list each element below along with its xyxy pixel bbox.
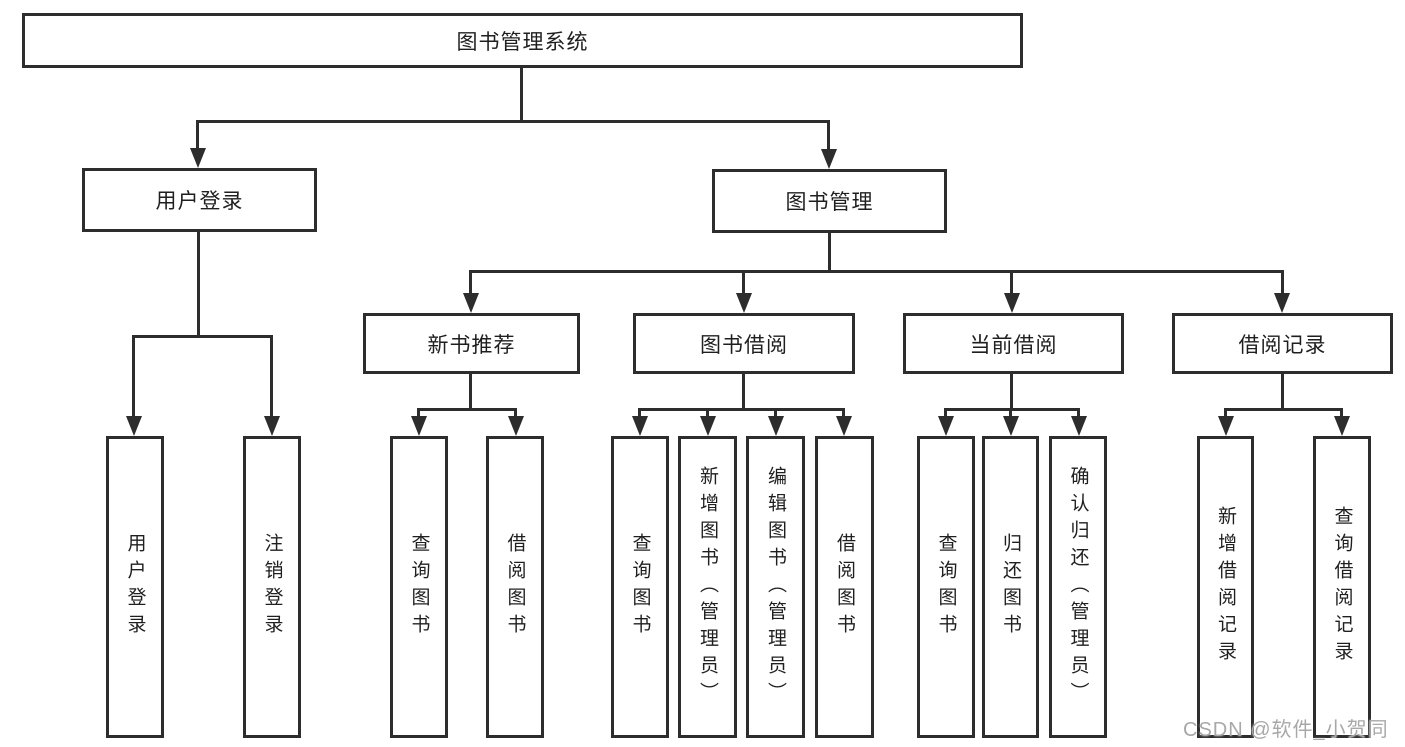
arrow-down-icon	[1218, 416, 1234, 436]
connector-line	[1224, 408, 1227, 422]
connector-line	[270, 335, 273, 420]
arrow-down-icon	[736, 293, 752, 313]
arrow-down-icon	[1071, 416, 1087, 436]
arrow-down-icon	[1004, 293, 1020, 313]
arrow-down-icon	[190, 148, 206, 168]
leaf-return-books: 归还图书	[982, 436, 1039, 738]
connector-line	[132, 335, 273, 338]
connector-line	[1010, 374, 1013, 408]
leaf-add-borrow-record: 新增借阅记录	[1197, 436, 1254, 738]
connector-line	[520, 68, 523, 120]
connector-line	[842, 408, 845, 422]
connector-line	[706, 408, 709, 422]
connector-line	[742, 270, 745, 298]
connector-line	[944, 408, 1080, 411]
node-book-borrow: 图书借阅	[633, 313, 855, 374]
arrow-down-icon	[821, 149, 837, 169]
node-new-book-recommend: 新书推荐	[363, 313, 580, 374]
leaf-confirm-return-admin: 确认归还（管理员）	[1049, 436, 1107, 738]
connector-line	[638, 408, 845, 411]
arrow-down-icon	[1274, 293, 1290, 313]
connector-line	[827, 120, 830, 155]
connector-line	[774, 408, 777, 422]
connector-line	[1281, 270, 1284, 298]
leaf-query-books-current: 查询图书	[917, 436, 975, 738]
connector-line	[196, 120, 830, 123]
node-borrow-records: 借阅记录	[1172, 313, 1393, 374]
connector-line	[469, 270, 472, 298]
arrow-down-icon	[632, 416, 648, 436]
connector-line	[469, 374, 472, 408]
arrow-down-icon	[463, 293, 479, 313]
arrow-down-icon	[768, 416, 784, 436]
leaf-add-books-admin: 新增图书（管理员）	[678, 436, 737, 738]
arrow-down-icon	[411, 416, 427, 436]
leaf-user-login: 用户登录	[106, 436, 164, 738]
connector-line	[197, 232, 200, 335]
arrow-down-icon	[1334, 416, 1350, 436]
leaf-query-borrow-record: 查询借阅记录	[1313, 436, 1371, 738]
leaf-logout: 注销登录	[243, 436, 301, 738]
connector-line	[1340, 408, 1343, 422]
arrow-down-icon	[700, 416, 716, 436]
csdn-watermark: CSDN @软件_小贺同学	[1183, 719, 1389, 741]
connector-line	[196, 120, 199, 154]
connector-line	[1224, 408, 1343, 411]
node-current-borrow: 当前借阅	[903, 313, 1124, 374]
connector-line	[1281, 374, 1284, 408]
connector-line	[514, 408, 517, 422]
connector-line	[1077, 408, 1080, 422]
arrow-down-icon	[126, 416, 142, 436]
connector-line	[1010, 270, 1013, 298]
connector-line	[828, 233, 831, 270]
connector-line	[417, 408, 517, 411]
leaf-borrow-books: 借阅图书	[815, 436, 874, 738]
connector-line	[742, 374, 745, 408]
connector-line	[944, 408, 947, 422]
connector-line	[417, 408, 420, 422]
arrow-down-icon	[938, 416, 954, 436]
node-book-management: 图书管理	[712, 169, 947, 233]
leaf-edit-books-admin: 编辑图书（管理员）	[746, 436, 805, 738]
leaf-query-books-borrow: 查询图书	[611, 436, 669, 738]
node-user-login: 用户登录	[82, 168, 317, 232]
connector-line	[638, 408, 641, 422]
connector-line	[470, 270, 1283, 273]
arrow-down-icon	[508, 416, 524, 436]
arrow-down-icon	[264, 416, 280, 436]
leaf-borrow-books-recommend: 借阅图书	[486, 436, 544, 738]
arrow-down-icon	[1003, 416, 1019, 436]
arrow-down-icon	[836, 416, 852, 436]
connector-line	[1009, 408, 1012, 422]
leaf-query-books-recommend: 查询图书	[390, 436, 448, 738]
connector-line	[132, 335, 135, 420]
node-library-system: 图书管理系统	[22, 13, 1023, 68]
